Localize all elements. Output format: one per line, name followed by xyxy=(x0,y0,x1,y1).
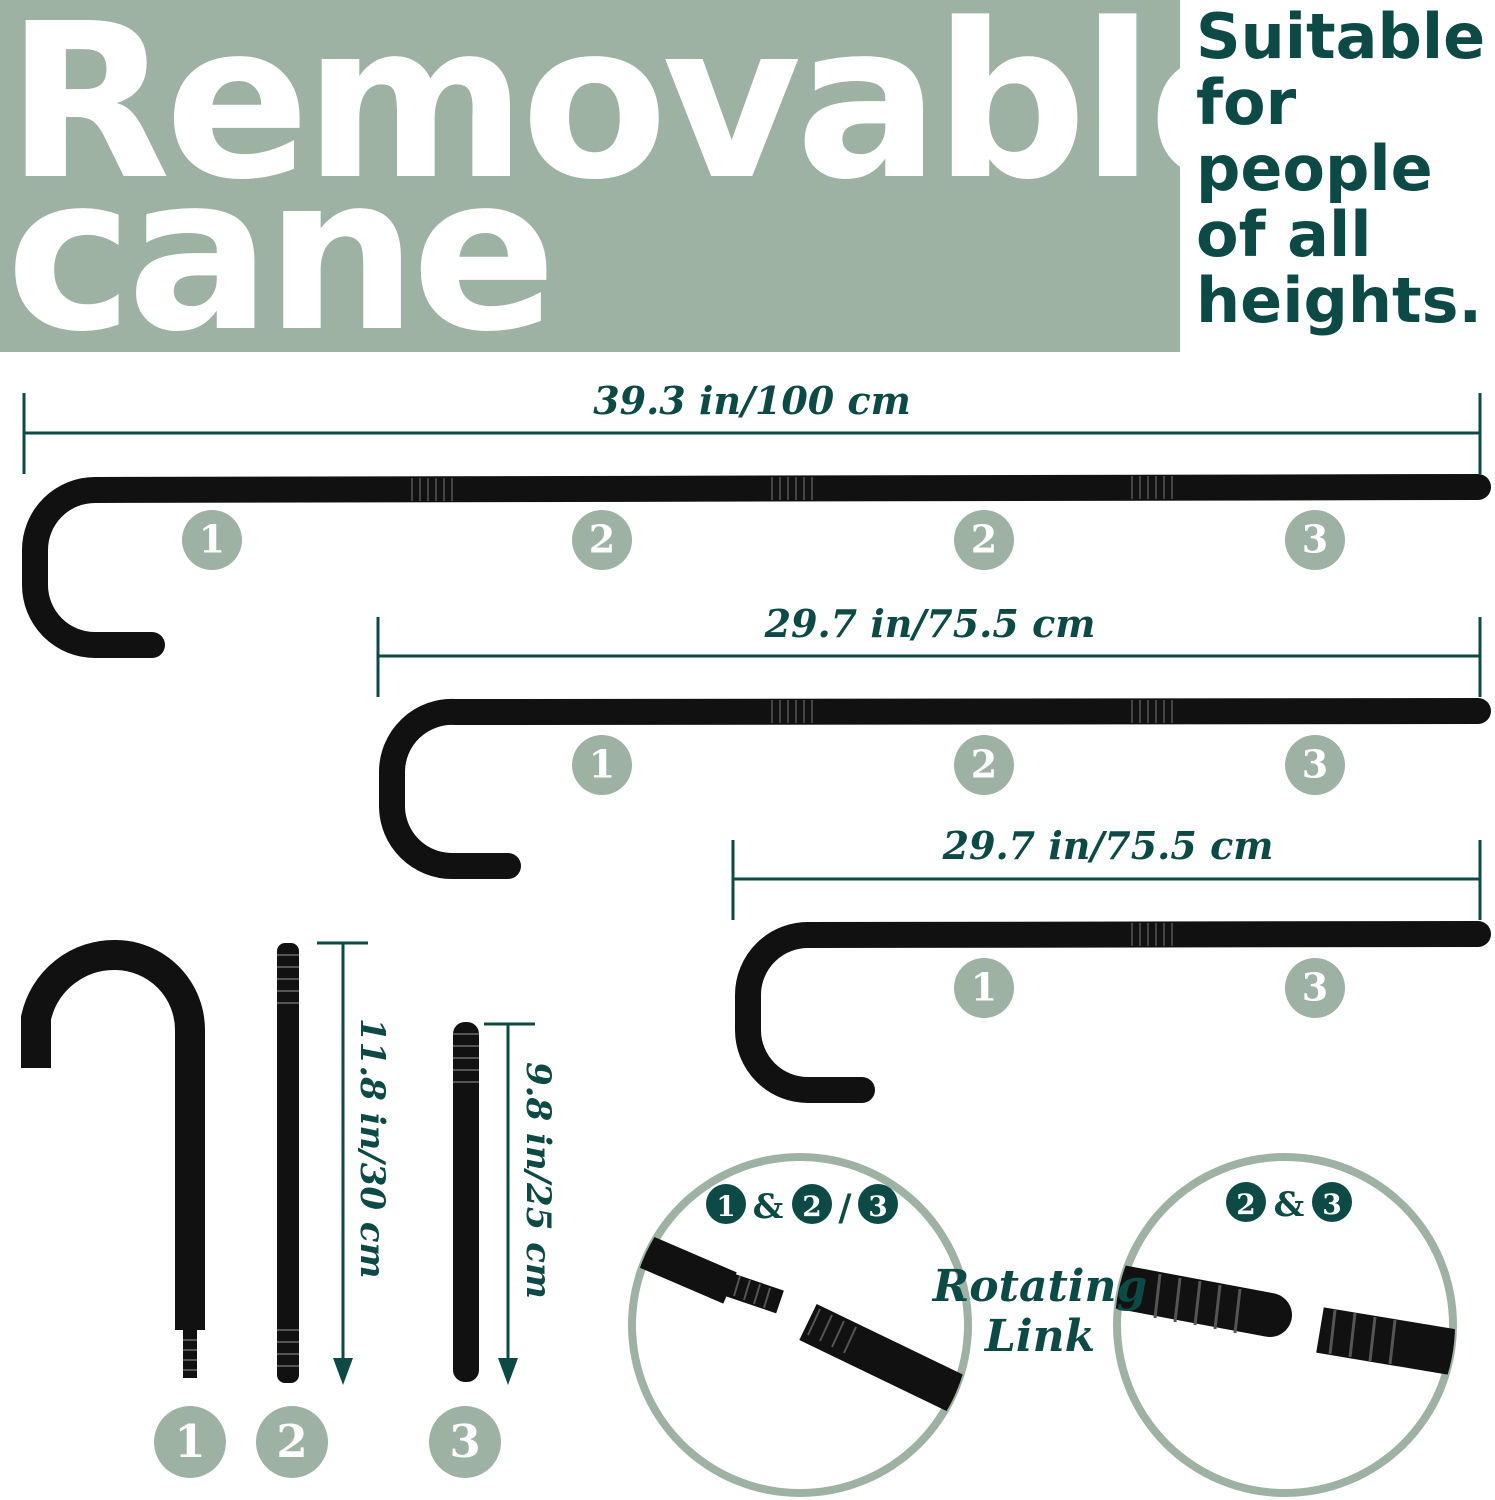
part-2-shaft xyxy=(277,943,299,1383)
number-badge xyxy=(429,1406,501,1478)
dimension-label-short: 29.7 in/75.5 cm xyxy=(942,823,1274,868)
part-3-tip xyxy=(453,1022,479,1382)
dimension-line-short xyxy=(731,840,1482,920)
number-badge xyxy=(154,1406,226,1478)
number-badge-label: 3 xyxy=(1302,517,1328,562)
number-badge-label: 2 xyxy=(971,517,997,562)
dimension-arrow-part3 xyxy=(484,1022,535,1385)
dimension-label-part2: 11.8 in/30 cm xyxy=(352,1018,392,1279)
dimension-label-part3: 9.8 in/25 cm xyxy=(518,1062,558,1299)
combo-right-b: 3 xyxy=(1322,1188,1341,1221)
cane-medium xyxy=(378,698,1491,879)
tagline: Suitable for people of all heights. xyxy=(1196,4,1495,334)
title-line-1: Removable xyxy=(6,0,1294,227)
number-badge xyxy=(1285,735,1345,795)
combo-right-a: 2 xyxy=(1236,1188,1255,1221)
caption-line-1: Rotating xyxy=(932,1261,1148,1312)
part-1-handle xyxy=(21,940,205,1378)
cane-full xyxy=(22,474,1491,658)
combo-left-sep1: & xyxy=(753,1187,784,1227)
number-badge xyxy=(256,1406,328,1478)
dimension-label-full: 39.3 in/100 cm xyxy=(593,378,911,423)
tagline-line: heights. xyxy=(1196,264,1483,337)
dimension-line-medium xyxy=(376,617,1482,697)
combo-left-a: 1 xyxy=(716,1190,735,1223)
combo-left: 1 & 2 / 3 xyxy=(706,1184,898,1229)
number-badge xyxy=(182,510,242,570)
rotating-link-caption: Rotating Link xyxy=(920,1262,1160,1362)
number-badge-label: 2 xyxy=(971,742,997,787)
cane-short xyxy=(735,921,1491,1103)
title-line-2: cane xyxy=(6,130,557,379)
combo-right: 2 & 3 xyxy=(1226,1182,1352,1225)
number-badge xyxy=(1285,510,1345,570)
number-badge-label: 1 xyxy=(174,1415,205,1468)
dimension-arrow-part2 xyxy=(317,941,368,1385)
detail-circle-left xyxy=(628,1153,972,1497)
number-badge xyxy=(1285,958,1345,1018)
number-badges: 1 2 2 3 1 2 3 1 3 1 2 3 xyxy=(154,510,1345,1478)
number-badge-label: 3 xyxy=(1302,965,1328,1010)
number-badge xyxy=(572,510,632,570)
combo-right-sep1: & xyxy=(1274,1185,1305,1225)
number-badge-label: 3 xyxy=(1302,742,1328,787)
detail-circle-right xyxy=(1113,1153,1457,1497)
combo-left-c: 3 xyxy=(868,1190,887,1223)
caption-line-2: Link xyxy=(984,1311,1096,1362)
tagline-line: of all xyxy=(1196,198,1372,271)
number-badge-label: 2 xyxy=(276,1415,307,1468)
number-badge-label: 1 xyxy=(589,742,615,787)
number-badge-label: 1 xyxy=(971,965,997,1010)
dimension-label-medium: 29.7 in/75.5 cm xyxy=(764,601,1096,646)
number-badge xyxy=(572,735,632,795)
combo-left-b: 2 xyxy=(802,1190,821,1223)
tagline-line: people xyxy=(1196,132,1433,205)
number-badge-label: 1 xyxy=(199,517,225,562)
number-badge xyxy=(954,735,1014,795)
number-badge-label: 3 xyxy=(449,1415,480,1468)
number-badge xyxy=(954,958,1014,1018)
number-badge-label: 2 xyxy=(589,517,615,562)
title-banner xyxy=(0,0,1180,352)
tagline-line: Suitable xyxy=(1196,0,1486,73)
dimension-line-full xyxy=(22,393,1482,474)
number-badge xyxy=(954,510,1014,570)
tagline-line: for xyxy=(1196,66,1297,139)
combo-left-sep2: / xyxy=(838,1187,852,1229)
